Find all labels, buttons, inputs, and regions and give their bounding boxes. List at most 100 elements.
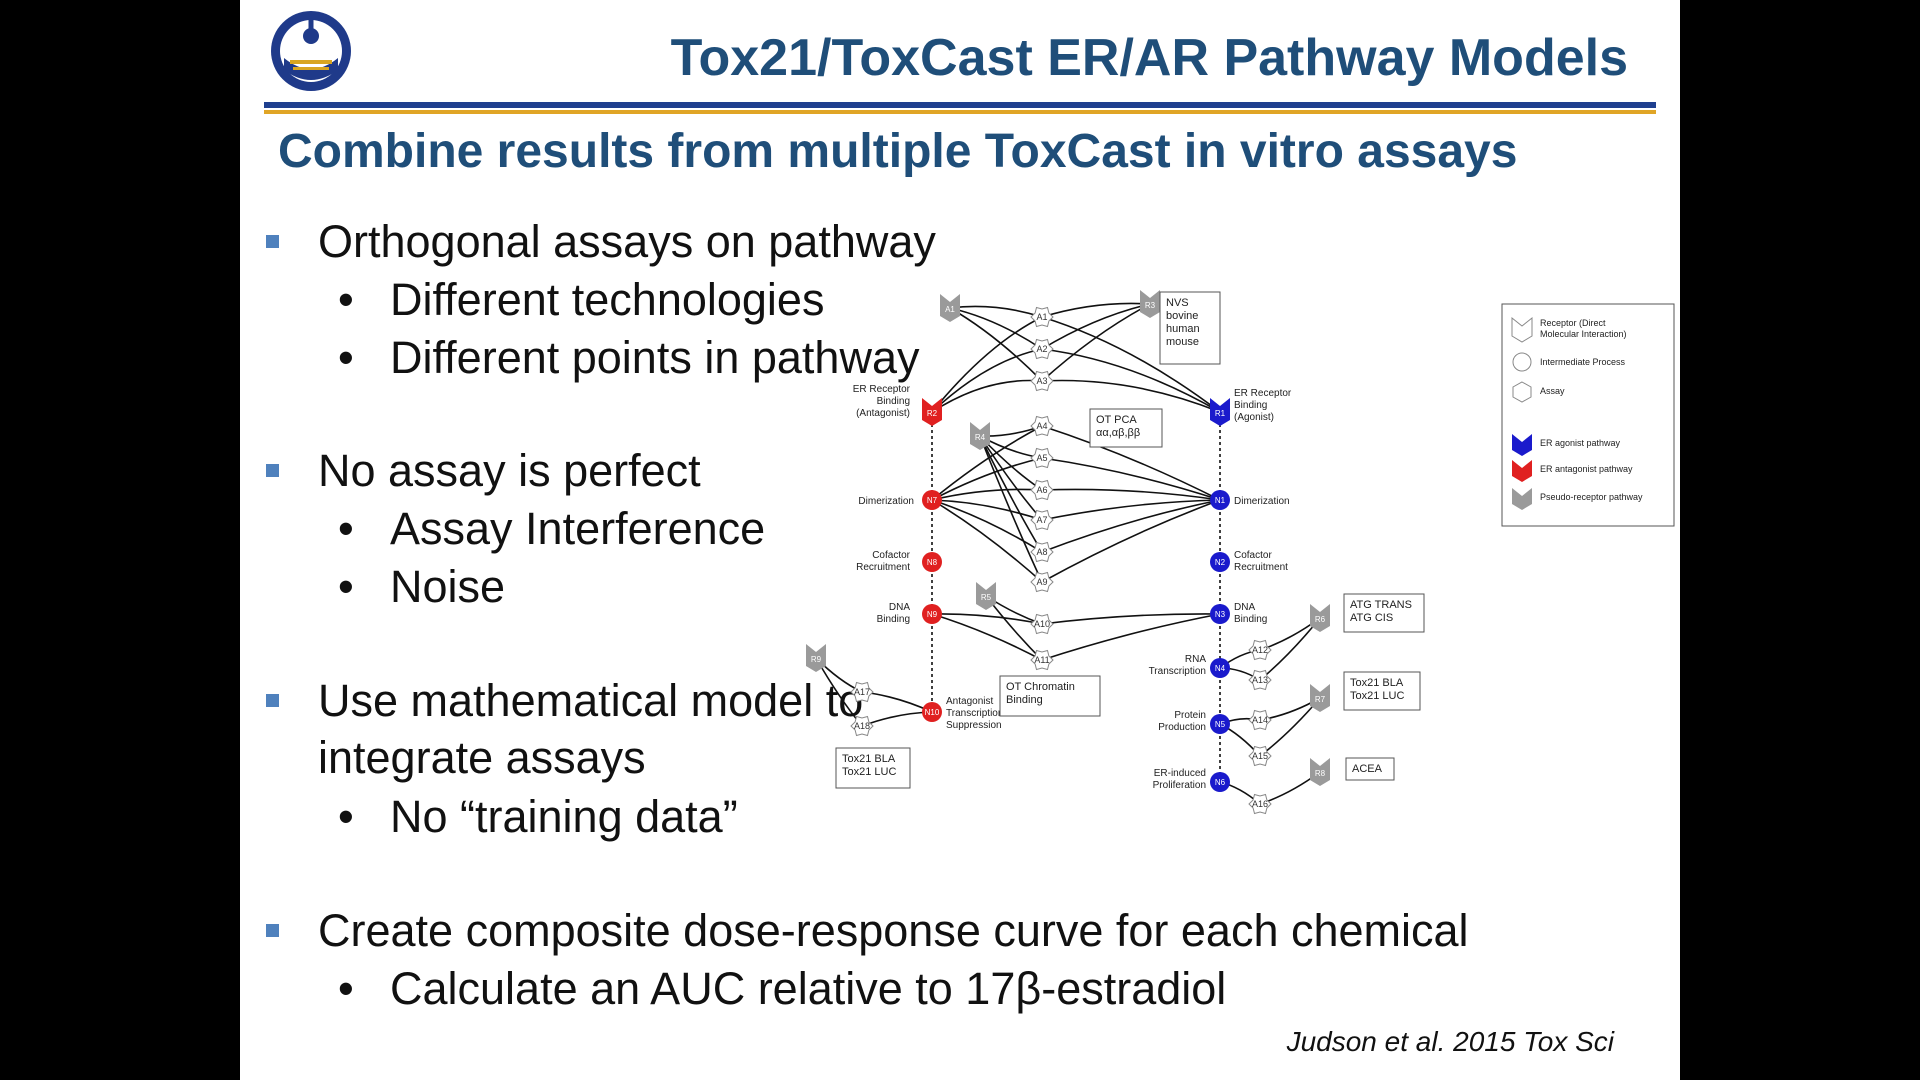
pathway-node: N9 [922,604,942,624]
left-label-antagonist-suppression-line: Suppression [946,720,1002,731]
assay-shape [1030,415,1054,437]
pathway-nodes: A1A2A3A4A5A6A7A8A9A10A11A12A13A14A15A16A… [806,290,1330,815]
bullet-no-assay-perfect: No assay is perfect [266,442,701,499]
pathway-edge [861,711,933,728]
pathway-edge [931,376,1043,413]
nvs-box-text-line: NVS [1166,297,1189,309]
pathway-node-circle [922,604,942,624]
pseudo-receptor-node: R6 [1310,604,1330,632]
right-label-protein-line: Protein [1174,710,1206,721]
atg-box-frame [1343,593,1425,633]
pathway-edge [1041,424,1221,501]
tox21-left-box-text-line: Tox21 BLA [842,753,896,765]
pathway-edge [931,613,1043,627]
sub-bullet-noise: • Noise [338,561,506,612]
pseudo-receptor-node-shape [1310,604,1330,632]
assay-label: A5 [1036,453,1047,463]
pathway-node-label: N8 [927,558,938,567]
acea-box-text: ACEA [1352,763,1383,775]
bullet-text: No assay is perfect [318,445,701,496]
assay-label: A15 [1252,751,1268,761]
assay-node: A16 [1248,793,1272,815]
pathway-edge [931,613,1043,661]
pathway-edge [1041,376,1221,413]
bullet-text: Orthogonal assays on pathway [318,216,936,267]
acea-box-text-line: ACEA [1352,763,1383,775]
assay-label: A16 [1252,799,1268,809]
pathway-edge [979,435,1043,583]
assay-label: A11 [1034,655,1049,665]
left-label-dimerization-line: Dimerization [858,496,914,507]
pathway-edge [949,307,1043,350]
bullet-marker [266,694,279,707]
pathway-edge [931,346,1043,413]
bullet-marker [266,924,279,937]
assay-label: A17 [854,687,870,697]
pathway-node-label: N10 [925,708,940,717]
pathway-node-circle [1210,552,1230,572]
pathway-edge [949,307,1043,382]
pathway-edge [1041,303,1151,382]
left-label-dna-line: DNA [889,602,910,613]
legend-pseudo-text: Pseudo-receptor pathway [1540,492,1643,502]
sub-bullet-text: Different technologies [390,274,825,325]
assay-shape [1030,370,1054,392]
pseudo-receptor-node-label: A1 [945,305,955,314]
agonist-receptor-node-shape [1210,398,1230,426]
assay-node: A1 [1030,306,1054,328]
assay-shape [1248,793,1272,815]
legend-antagonist-text-line: ER antagonist pathway [1540,464,1633,474]
pathway-edge [931,316,1043,413]
epa-seal-icon [270,10,352,92]
assay-node: A3 [1030,370,1054,392]
pathway-edge [1041,302,1151,319]
pseudo-receptor-node-shape [1140,290,1160,318]
assay-label: A13 [1252,675,1268,685]
pathway-node: N2 [1210,552,1230,572]
pathway-node-label: N2 [1215,558,1226,567]
citation: Judson et al. 2015 Tox Sci [1286,1026,1614,1057]
right-label-er-binding-line: ER Receptor [1234,388,1292,399]
pathway-edge [931,455,1043,501]
pathway-edge [1041,613,1221,628]
pseudo-receptor-node: R9 [806,644,826,672]
assay-node: A8 [1030,541,1054,563]
assay-shape [1248,669,1272,691]
left-label-cofactor-line: Recruitment [856,562,910,573]
assay-shape [1030,479,1054,501]
pathway-node-label: N5 [1215,720,1226,729]
sub-bullet-text: Calculate an AUC relative to 17β-estradi… [390,963,1227,1014]
pathway-edge [1041,303,1151,350]
ot-chromatin-box-text-line: Binding [1006,694,1043,706]
title-rule-gold [264,110,1656,114]
right-label-dna-line: DNA [1234,602,1255,613]
pseudo-receptor-node-label: R5 [981,593,992,602]
pathway-node: N5 [1210,714,1230,734]
legend-pseudo-text-line: Pseudo-receptor pathway [1540,492,1643,502]
assay-label: A7 [1036,515,1047,525]
right-label-er-binding-line: (Agonist) [1234,412,1274,423]
assay-label: A18 [854,721,870,731]
nvs-box-frame [1159,291,1221,365]
left-label-dna-line: Binding [877,614,910,625]
assay-shape [1030,338,1054,360]
pathway-node: N4 [1210,658,1230,678]
pseudo-receptor-node-shape [806,644,826,672]
legend-assay-text: Assay [1540,386,1565,396]
pathway-edge [1041,499,1221,523]
assay-node: A9 [1030,571,1054,593]
pseudo-receptor-node: A1 [940,294,960,322]
pseudo-receptor-node-label: R6 [1315,615,1326,624]
